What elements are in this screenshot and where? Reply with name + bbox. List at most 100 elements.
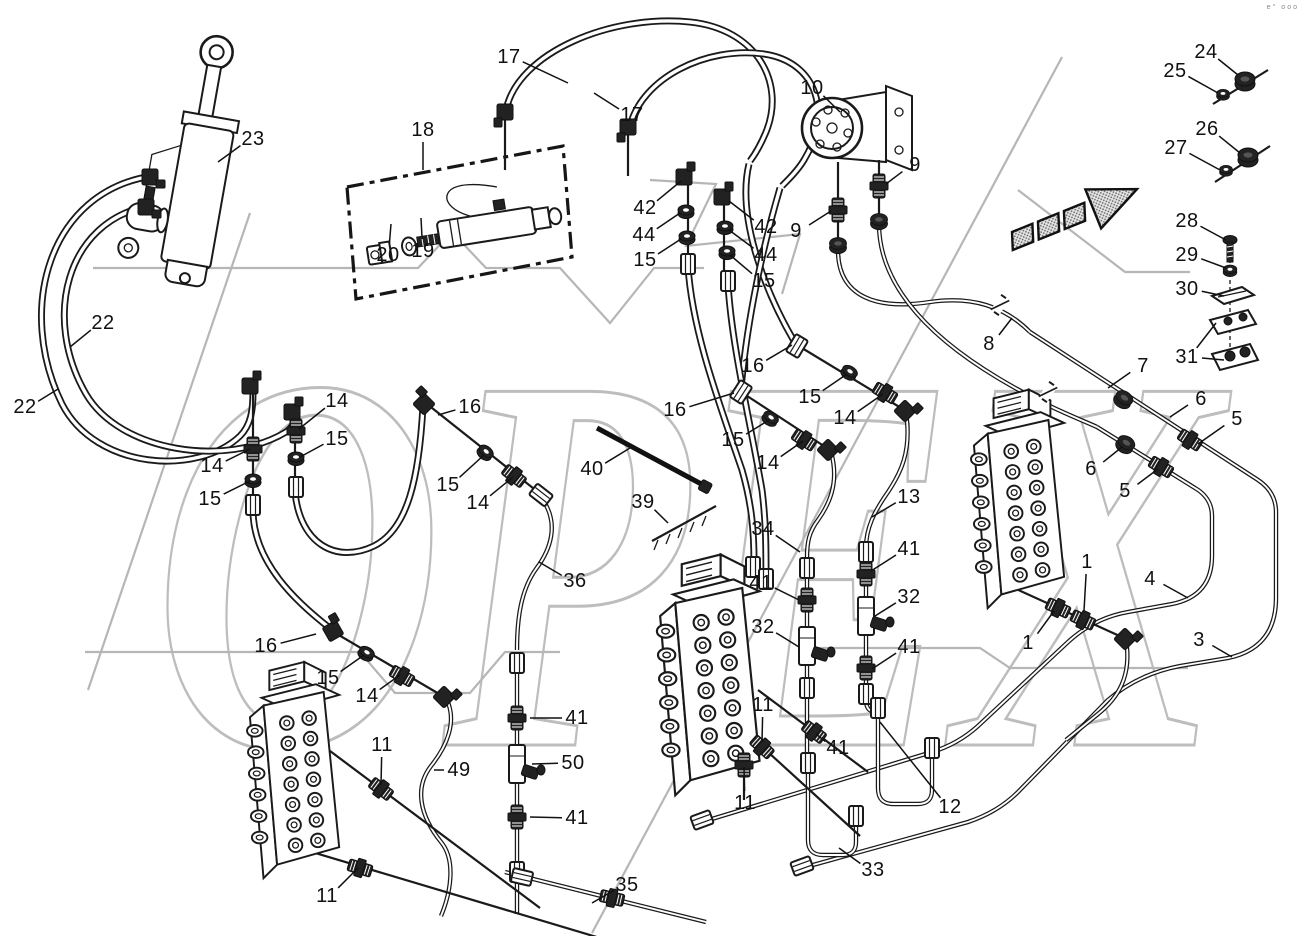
- callout-18: 18: [411, 119, 435, 141]
- leader-line-22: [69, 329, 92, 348]
- callout-15: 15: [436, 474, 460, 496]
- callout-17: 17: [620, 104, 644, 126]
- callout-14: 14: [756, 452, 780, 474]
- callout-19: 19: [411, 240, 435, 262]
- leader-line-31: [1201, 357, 1225, 361]
- callout-33: 33: [861, 859, 885, 881]
- direction-arrow-icon: [1010, 187, 1140, 252]
- callout-6: 6: [1085, 458, 1097, 480]
- leader-line-10: [822, 95, 841, 113]
- leader-line-15: [657, 238, 682, 255]
- leader-line-15: [822, 373, 848, 392]
- leader-line-14: [489, 476, 514, 497]
- callout-12: 12: [938, 796, 962, 818]
- leader-line-41: [529, 816, 563, 819]
- leader-line-11: [743, 766, 746, 792]
- leader-line-9: [885, 170, 903, 185]
- callout-41: 41: [897, 636, 921, 658]
- fitting-9a: [828, 197, 848, 223]
- callout-22: 22: [13, 396, 37, 418]
- callout-16: 16: [663, 399, 687, 421]
- callout-16: 16: [741, 355, 765, 377]
- leader-line-25: [1187, 75, 1219, 94]
- callout-15: 15: [721, 429, 745, 451]
- leader-line-1: [1083, 573, 1087, 612]
- callout-41: 41: [565, 707, 589, 729]
- hydraulic-motor-10: [800, 84, 913, 172]
- callout-28: 28: [1175, 210, 1199, 232]
- leader-line-3: [1211, 644, 1233, 658]
- callout-14: 14: [355, 685, 379, 707]
- leader-line-15: [729, 254, 753, 275]
- callout-15: 15: [752, 270, 776, 292]
- callout-11: 11: [316, 885, 338, 907]
- callout-11: 11: [371, 734, 393, 756]
- leader-line-16: [437, 409, 456, 416]
- callout-30: 30: [1175, 278, 1199, 300]
- mounting-hardware: [1208, 69, 1271, 372]
- callout-32: 32: [751, 616, 775, 638]
- leader-lines: [37, 58, 1241, 904]
- callout-9: 9: [790, 220, 802, 242]
- leader-line-11: [761, 716, 764, 743]
- leader-line-7: [1107, 371, 1131, 389]
- leader-line-41: [870, 554, 897, 572]
- callout-34: 34: [751, 518, 775, 540]
- leader-line-30: [1201, 290, 1225, 297]
- leader-line-15: [223, 480, 251, 495]
- leader-line-16: [689, 392, 735, 408]
- hydraulic-cylinder-23: [117, 34, 241, 288]
- callout-44: 44: [632, 224, 656, 246]
- leader-line-14: [857, 393, 884, 413]
- leader-line-32: [874, 602, 897, 617]
- callout-40: 40: [580, 458, 604, 480]
- leader-line-16: [280, 633, 317, 644]
- leader-line-16: [765, 344, 793, 361]
- callout-8: 8: [983, 333, 995, 355]
- leader-line-24: [1217, 58, 1239, 76]
- callout-5: 5: [1231, 408, 1243, 430]
- callout-41: 41: [826, 737, 850, 759]
- leader-line-8: [998, 317, 1013, 336]
- leader-line-40: [604, 447, 631, 464]
- callout-20: 20: [376, 244, 400, 266]
- leader-line-17: [593, 92, 620, 110]
- callout-42: 42: [754, 216, 778, 238]
- leader-line-9: [808, 210, 832, 226]
- leader-line-20: [388, 223, 392, 244]
- callout-14: 14: [466, 492, 490, 514]
- leader-line-14: [780, 440, 804, 458]
- comb-rail-39: [651, 505, 717, 551]
- callout-7: 7: [1137, 355, 1149, 377]
- leader-line-14: [298, 407, 326, 430]
- adapter-line-sets: [684, 184, 910, 577]
- leader-line-6: [1102, 446, 1123, 463]
- callout-41: 41: [897, 538, 921, 560]
- repair-kit-box-18: [345, 144, 574, 301]
- callout-44: 44: [754, 244, 778, 266]
- leader-line-50: [531, 762, 559, 765]
- leader-line-15: [340, 654, 365, 673]
- callout-27: 27: [1164, 137, 1188, 159]
- leader-line-44: [656, 212, 681, 230]
- callout-15: 15: [633, 249, 657, 271]
- leader-line-44: [728, 229, 755, 249]
- leader-line-41: [871, 652, 897, 670]
- leader-line-4: [1163, 583, 1189, 599]
- callout-31: 31: [1175, 346, 1199, 368]
- callout-11: 11: [734, 792, 756, 814]
- leader-line-17: [522, 61, 569, 84]
- callout-13: 13: [897, 486, 921, 508]
- callout-49: 49: [447, 759, 471, 781]
- callout-14: 14: [200, 455, 224, 477]
- callout-16: 16: [458, 396, 482, 418]
- leader-line-11: [380, 756, 383, 786]
- leader-line-15: [299, 443, 324, 458]
- callout-11: 11: [752, 694, 774, 716]
- leader-line-14: [225, 448, 251, 462]
- callout-1: 1: [1081, 551, 1093, 573]
- leader-line-42: [728, 200, 755, 221]
- callout-41: 41: [565, 807, 589, 829]
